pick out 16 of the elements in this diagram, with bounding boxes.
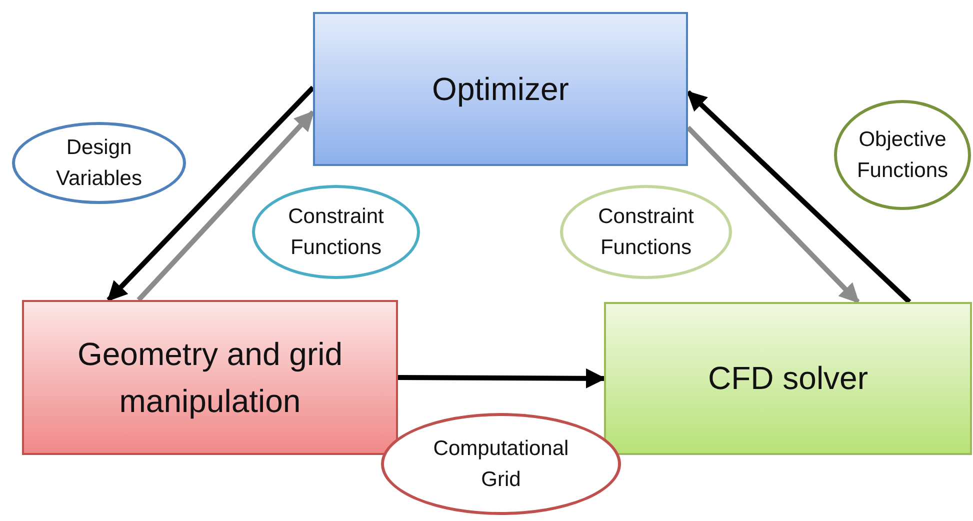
node-label: Optimizer bbox=[432, 70, 569, 109]
arrow bbox=[686, 90, 912, 304]
node-label: Geometry and grid manipulation bbox=[76, 335, 344, 421]
arrow bbox=[136, 110, 315, 302]
node-label: Computational Grid bbox=[432, 436, 570, 493]
arrow bbox=[686, 126, 860, 304]
arrow bbox=[398, 368, 606, 388]
node-label: Constraint Functions bbox=[597, 204, 695, 261]
arrow bbox=[106, 86, 315, 302]
node-label: Constraint Functions bbox=[287, 204, 385, 261]
node-label: CFD solver bbox=[708, 359, 868, 398]
process-box bbox=[604, 302, 972, 455]
node-label: Design Variables bbox=[55, 134, 143, 192]
node-label: Objective Functions bbox=[856, 126, 950, 184]
optimizer-box bbox=[313, 12, 688, 166]
process-box bbox=[22, 300, 398, 455]
